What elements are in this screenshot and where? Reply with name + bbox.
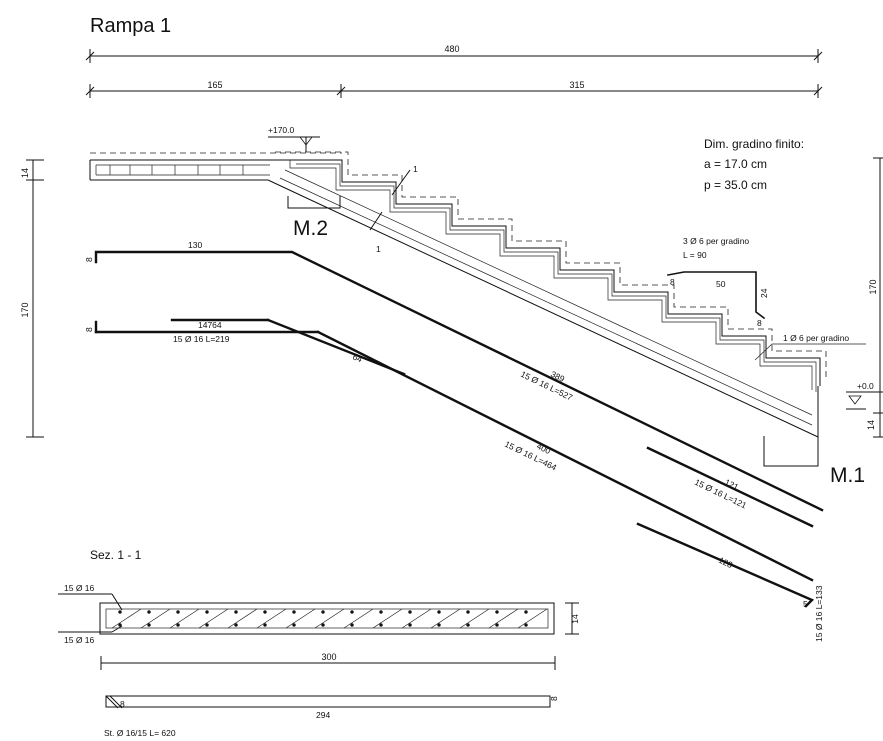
- section-bottom-bar-dot: [379, 623, 383, 627]
- section-top-bar-dot: [147, 610, 151, 614]
- rebar-5-length: 128: [717, 555, 734, 570]
- level-top-label: +170.0: [268, 125, 295, 135]
- rebar-5-label: 15 Ø 16 L=133: [814, 585, 824, 642]
- dim-right-170: 170: [868, 279, 878, 294]
- step-dimensions-note: Dim. gradino finito: a = 17.0 cm p = 35.…: [704, 137, 804, 192]
- rebar-1-hook: 8: [84, 257, 94, 262]
- stirrup-bar-detail: 8 8 294 St. Ø 16/15 L= 620: [104, 695, 559, 738]
- section-bottom-bar-dot: [234, 623, 238, 627]
- section-top-bar-dot: [350, 610, 354, 614]
- section-bottom-bar-dot: [495, 623, 499, 627]
- left-vertical-dimensions: 14 170: [20, 159, 44, 438]
- section-bottom-bar-dot: [350, 623, 354, 627]
- overall-dimension-480: 480: [85, 44, 823, 63]
- section-top-bar-dot: [408, 610, 412, 614]
- section-top-bar-dot: [466, 610, 470, 614]
- section-top-bar-dot: [176, 610, 180, 614]
- stirrup-spec-label: St. Ø 16/15 L= 620: [104, 728, 176, 738]
- stirrup-hook-right: 8: [549, 696, 559, 701]
- section-top-bar-dot: [292, 610, 296, 614]
- rebar-1: 8 130 389 15 Ø 16 L=527: [84, 240, 824, 512]
- detail-m1-marker: M.1: [763, 436, 865, 487]
- section-top-bar-dot: [321, 610, 325, 614]
- section-cut-1-1: 1 1: [369, 164, 418, 254]
- section-bottom-bar-dot: [118, 623, 122, 627]
- level-bottom-label: +0.0: [857, 381, 874, 391]
- stirrup-len-b: 50: [716, 279, 726, 289]
- landing-slab: [89, 152, 342, 181]
- stirrup-len-d: 8: [757, 318, 762, 328]
- detail-m1-label: M.1: [830, 464, 865, 487]
- section-top-bar-dot: [234, 610, 238, 614]
- rebar-2-length: 14764: [198, 320, 222, 330]
- rebar-1-length: 130: [188, 240, 202, 250]
- dim-315-label: 315: [569, 80, 584, 90]
- bottom-level-marker: +0.0: [846, 381, 883, 410]
- section-1-1-view: Sez. 1 - 1 15 Ø 16 15 Ø 16 14 300: [58, 548, 580, 670]
- detail-m2-marker: M.2: [287, 196, 341, 240]
- rebar-5-hook: 5: [803, 599, 808, 609]
- step-info-heading: Dim. gradino finito:: [704, 137, 804, 151]
- stirrup-len-a: 8: [670, 277, 675, 287]
- section-top-bars: 15 Ø 16: [64, 583, 95, 593]
- cut-label-upper: 1: [413, 164, 418, 174]
- section-top-bar-dot: [263, 610, 267, 614]
- section-bottom-bar-dot: [437, 623, 441, 627]
- section-top-bar-dot: [437, 610, 441, 614]
- section-top-bar-dot: [495, 610, 499, 614]
- rebar-3-label: 15 Ø 16 L=464: [503, 439, 558, 473]
- rebar-2-slope: 64: [351, 352, 364, 365]
- section-bottom-bar-dot: [205, 623, 209, 627]
- section-bottom-bars: 15 Ø 16: [64, 635, 95, 645]
- step-tread-text: p = 35.0 cm: [704, 178, 767, 192]
- step-riser-text: a = 17.0 cm: [704, 157, 767, 171]
- section-bottom-bar-dot: [466, 623, 470, 627]
- section-bottom-bar-dot: [147, 623, 151, 627]
- section-bottom-bar-dot: [263, 623, 267, 627]
- longitudinal-step-bar-note: 1 Ø 6 per gradino: [754, 333, 866, 361]
- detail-m2-label: M.2: [293, 217, 328, 240]
- stirrup-hook-left: 8: [120, 699, 125, 709]
- stirrup-len-c: 24: [759, 288, 769, 298]
- section-top-bar-dot: [118, 610, 122, 614]
- section-top-bar-dot: [379, 610, 383, 614]
- section-bottom-bar-dot: [292, 623, 296, 627]
- rebar-2-hook: 8: [84, 327, 94, 332]
- rebar-2: 8 14764 15 Ø 16 L=219 64 400 15 Ø 16 L=4…: [84, 318, 814, 582]
- section-title: Sez. 1 - 1: [90, 548, 142, 562]
- section-bottom-bar-dot: [321, 623, 325, 627]
- rebar-4: 121 15 Ø 16 L=121: [646, 446, 814, 528]
- dim-165-label: 165: [207, 80, 222, 90]
- section-top-bar-dot: [205, 610, 209, 614]
- drawing-title: Rampa 1: [90, 15, 171, 37]
- right-vertical-dimensions: 170 14: [866, 157, 883, 438]
- staircase-profile: [267, 151, 827, 438]
- dim-left-170: 170: [20, 302, 30, 317]
- section-bottom-bar-dot: [408, 623, 412, 627]
- step-stirrup-detail: 3 Ø 6 per gradino L = 90 8 50 24 8: [667, 236, 769, 328]
- landing-flight-dimensions: 165 315: [85, 80, 823, 98]
- cut-label-lower: 1: [376, 244, 381, 254]
- rebar-2-label: 15 Ø 16 L=219: [173, 334, 230, 344]
- stirrup-label: 3 Ø 6 per gradino: [683, 236, 749, 246]
- dim-480-label: 480: [444, 44, 459, 54]
- section-bottom-bar-dot: [176, 623, 180, 627]
- dim-right-14: 14: [866, 420, 876, 430]
- top-level-marker: +170.0: [268, 125, 320, 152]
- section-bottom-bar-dot: [524, 623, 528, 627]
- dim-left-14: 14: [20, 168, 30, 178]
- section-top-bar-dot: [524, 610, 528, 614]
- section-width: 300: [321, 652, 336, 662]
- longitudinal-step-label: 1 Ø 6 per gradino: [783, 333, 849, 343]
- stirrup-length-label: 294: [316, 710, 330, 720]
- section-thickness: 14: [570, 614, 580, 624]
- stirrup-length: L = 90: [683, 250, 707, 260]
- rebar-5: 128 5 15 Ø 16 L=133: [636, 522, 824, 642]
